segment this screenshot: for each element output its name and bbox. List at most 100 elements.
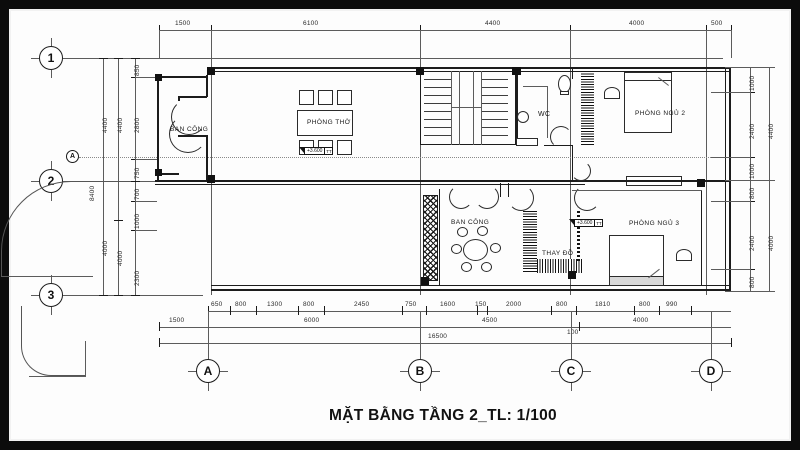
door-swing-arc (475, 185, 499, 209)
planter-hatch (423, 195, 438, 281)
stair-tread (481, 127, 508, 128)
bottom-dim-line-grid (159, 327, 731, 328)
stair-tread (481, 103, 508, 104)
grid-bubble-C[interactable]: C (559, 359, 583, 383)
dim-tick (131, 295, 140, 296)
grid-leader (51, 70, 52, 78)
stool (461, 262, 472, 272)
dim-label: 650 (211, 301, 223, 308)
grid-leader (551, 371, 559, 372)
grid-bubble-D-label: D (706, 364, 716, 378)
grid-line-1 (63, 58, 723, 59)
wc-wall-bottom (544, 145, 572, 146)
dim-label: 750 (134, 167, 141, 179)
grid-leader (571, 351, 572, 359)
dim-label: 2400 (749, 235, 756, 251)
dim-ext-line (711, 157, 751, 158)
level-value: +3.600 (307, 148, 323, 154)
dim-label: 750 (405, 301, 417, 308)
stair-tread (424, 119, 451, 120)
level-marker-ngu3[interactable]: +3.600 TT (574, 219, 604, 227)
dim-tick (208, 306, 209, 315)
bed-bedroom3 (609, 235, 664, 281)
dim-tick (114, 295, 123, 296)
dim-label: 800 (303, 301, 315, 308)
dim-label: 800 (556, 301, 568, 308)
room-label-wc: WC (538, 111, 551, 118)
toilet-tank (560, 91, 569, 95)
exterior-wall-right-inner (725, 67, 726, 291)
dim-tick (487, 306, 488, 315)
dim-label: 2300 (134, 270, 141, 286)
dim-label: 800 (639, 301, 651, 308)
level-marker-tho[interactable]: +3.600 TT (304, 147, 334, 155)
bedroom3-wall-right (701, 191, 702, 285)
chair (337, 90, 352, 105)
grid-leader (691, 371, 699, 372)
interior-wall-mid (155, 180, 731, 182)
column (207, 67, 215, 75)
interior-wall-mid-inner (155, 184, 585, 185)
stair-tread (424, 127, 451, 128)
grid-bubble-3[interactable]: 3 (39, 283, 63, 307)
dim-label: 6100 (303, 20, 319, 27)
grid-leader (220, 371, 228, 372)
door-swing-arc (169, 115, 207, 153)
dim-label: 4000 (633, 317, 649, 324)
dim-label: 800 (749, 187, 756, 199)
grid-bubble-D[interactable]: D (699, 359, 723, 383)
grid-leader (711, 351, 712, 359)
dim-label: 700 (134, 188, 141, 200)
stool (477, 226, 488, 236)
dim-ext-line (706, 30, 707, 295)
stair-tread (481, 79, 508, 80)
nightstand-lamp (604, 87, 620, 99)
door-swing-arc (449, 185, 473, 209)
left-dim-line-outer (103, 58, 104, 295)
dim-label: 500 (711, 20, 723, 27)
grid-bubble-A-side-label: A (69, 153, 76, 160)
sink-basin (517, 111, 529, 123)
balcony-front-wall-bottom (157, 173, 179, 175)
chair (337, 140, 352, 155)
stair-tread (481, 95, 508, 96)
grid-bubble-A[interactable]: A (196, 359, 220, 383)
grid-bubble-B-label: B (415, 364, 425, 378)
exterior-wall-right (729, 67, 731, 291)
grid-bubble-B[interactable]: B (408, 359, 432, 383)
stool (451, 244, 462, 254)
stair-well (459, 71, 460, 145)
right-dim-line-inner (750, 67, 751, 291)
dim-label: 100 (567, 329, 579, 336)
exterior-wall-top (211, 67, 731, 69)
dim-label: 150 (475, 301, 487, 308)
door-jamb (500, 183, 501, 197)
dim-label-overall: 16500 (428, 333, 448, 340)
grid-bubble-A-side[interactable]: A (66, 150, 79, 163)
dim-tick (551, 306, 552, 315)
stair-tread (424, 111, 451, 112)
door-swing-arc (508, 185, 534, 211)
dim-label: 1000 (749, 75, 756, 91)
dim-ext-line (135, 230, 157, 231)
column (568, 271, 576, 279)
window-strip (572, 190, 702, 191)
dining-table (297, 110, 353, 136)
stair-landing-edge (451, 107, 481, 108)
grid-bubble-C-label: C (566, 364, 576, 378)
dim-label: 990 (666, 301, 678, 308)
bottom-dim-line-overall (159, 343, 731, 344)
balcony-front-wall-left (157, 76, 159, 181)
level-marker-arrow (299, 147, 304, 153)
dim-tick (731, 338, 732, 347)
nightstand-lamp (676, 249, 692, 261)
grid-bubble-1[interactable]: 1 (39, 46, 63, 70)
grid-leader (51, 307, 52, 315)
bedroom2-wall-bottom (572, 180, 730, 182)
grid-leader (31, 295, 39, 296)
dim-ext-line (711, 269, 751, 270)
site-boundary-curve-2 (21, 306, 86, 376)
bedroom2-wall-left (572, 67, 573, 79)
grid-leader (432, 371, 440, 372)
